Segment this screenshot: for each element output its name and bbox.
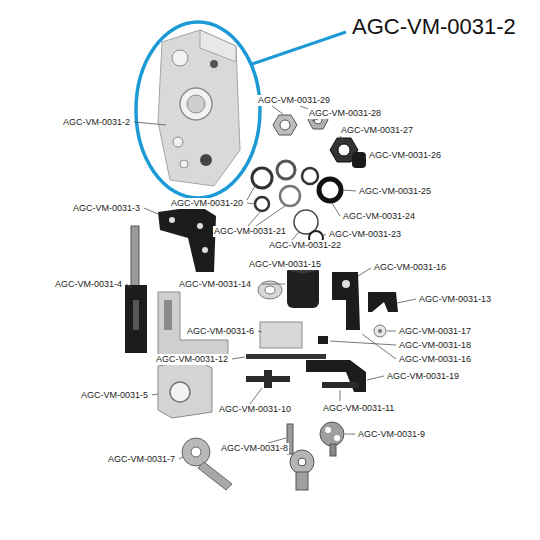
part-number: AGC-VM-0031-22 (268, 240, 342, 251)
part-number: AGC-VM-0031-5 (80, 390, 149, 401)
part-number: AGC-VM-0031-21 (213, 226, 287, 237)
part-number: AGC-VM-0031-14 (178, 279, 252, 290)
part-number: AGC-VM-0031-24 (342, 211, 416, 222)
part-number: AGC-VM-0031-4 (54, 279, 123, 290)
part-number: AGC-VM-0031-27 (340, 125, 414, 136)
part-number: AGC-VM-0031-29 (257, 95, 331, 106)
part-number: AGC-VM-0031-10 (218, 404, 292, 415)
part-number: AGC-VM-0031-16 (398, 354, 472, 365)
part-number: AGC-VM-0031-13 (418, 294, 492, 305)
part-number: AGC-VM-0031-8 (220, 443, 289, 454)
part-number: AGC-VM-0031-6 (186, 326, 255, 337)
part-number: AGC-VM-0031-28 (308, 108, 382, 119)
part-number: AGC-VM-0031-23 (328, 229, 402, 240)
part-number: AGC-VM-0031-3 (72, 203, 141, 214)
part-number: AGC-VM-0031-9 (357, 429, 426, 440)
part-number: AGC-VM-0031-17 (398, 326, 472, 337)
part-number: AGC-VM-0031-7 (107, 454, 176, 465)
part-number: AGC-VM-0031-11 (322, 403, 395, 414)
part-number: AGC-VM-0031-19 (386, 371, 460, 382)
part-number: AGC-VM-0031-20 (170, 198, 244, 209)
part-title: AGC-VM-0031-2 (350, 14, 518, 40)
part-number: AGC-VM-0031-2 (62, 117, 131, 128)
part-number: AGC-VM-0031-16 (373, 262, 447, 273)
part-number: AGC-VM-0031-18 (398, 340, 472, 351)
part-number: AGC-VM-0031-26 (368, 150, 442, 161)
part-number: AGC-VM-0031-25 (358, 186, 432, 197)
part-number: AGC-VM-0031-15 (248, 259, 322, 270)
part-number: AGC-VM-0031-12 (155, 354, 229, 365)
